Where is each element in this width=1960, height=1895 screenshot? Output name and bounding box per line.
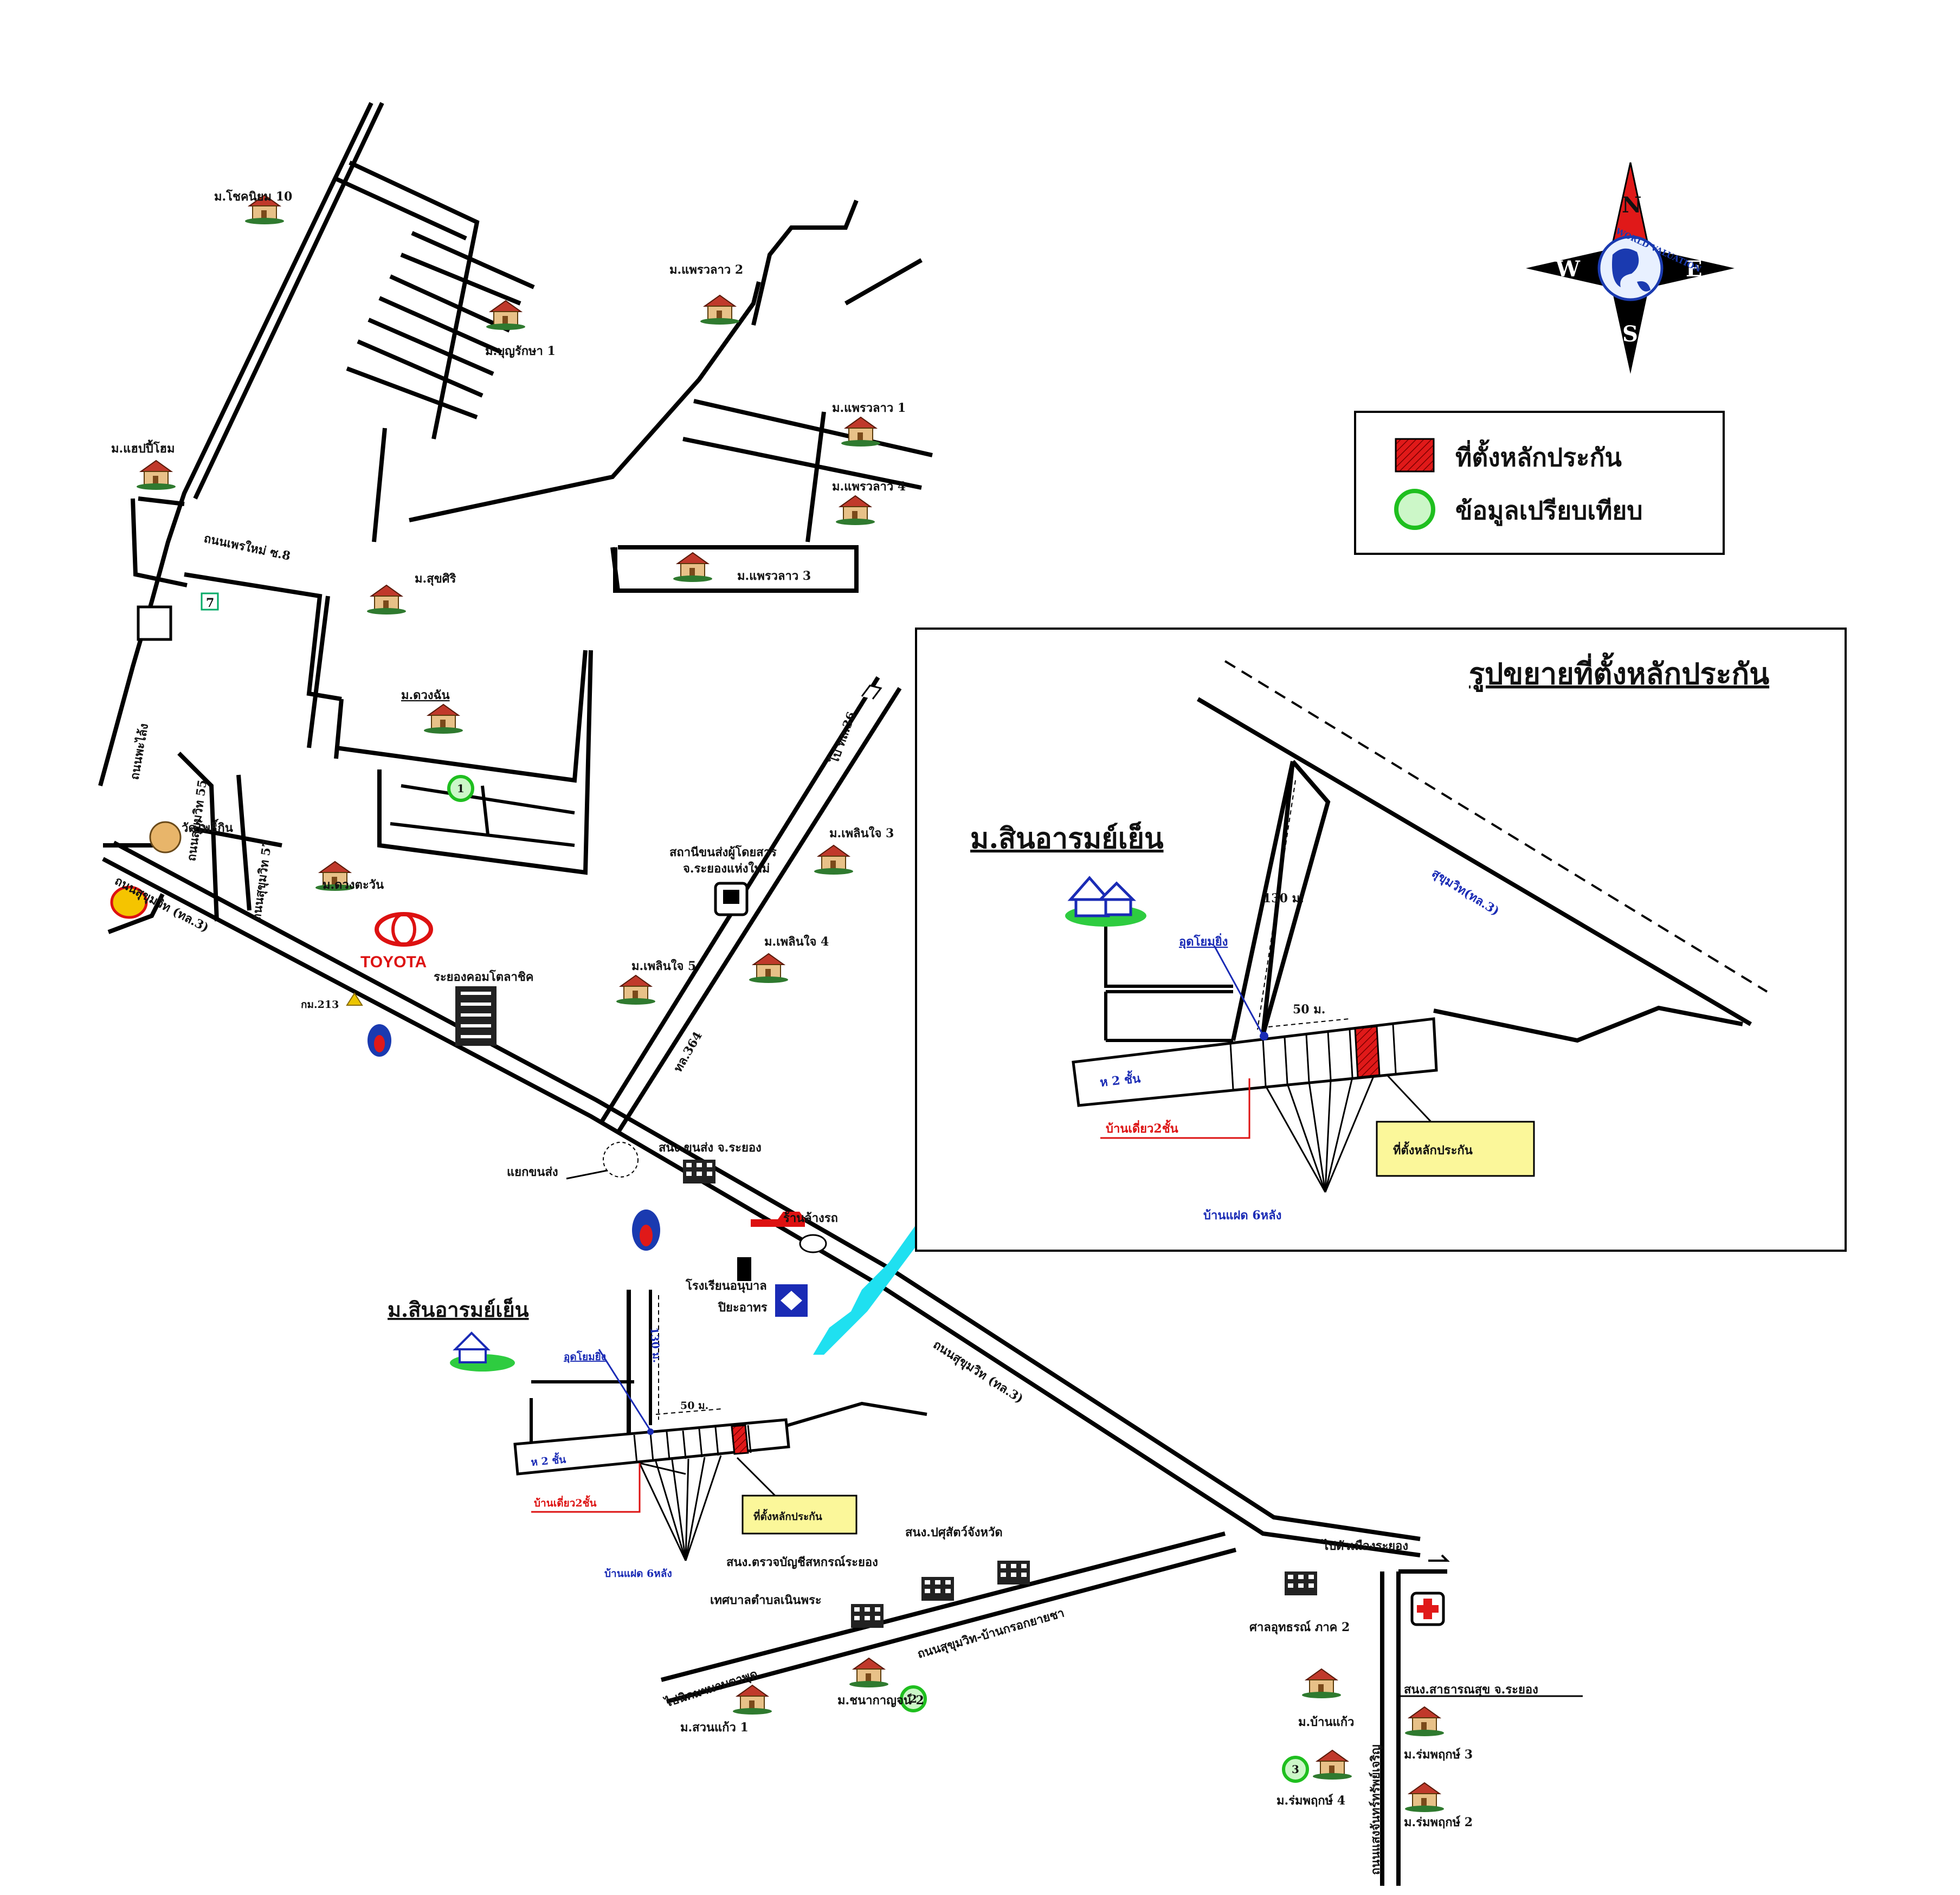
compass-w: W	[1555, 256, 1581, 282]
label-happy-home: ม.แฮปปี้โฮม	[111, 439, 175, 456]
bell-icon	[346, 992, 363, 1006]
compass-s: S	[1622, 321, 1638, 347]
label-townhouses-main: บ้านแฝด 6หลัง	[604, 1568, 672, 1580]
building-outline-icon	[137, 605, 172, 641]
esso-icon	[799, 1234, 827, 1253]
inset-road-ref: อุดโยมยิ่ง	[1179, 933, 1228, 949]
comparable-1	[447, 775, 474, 802]
label-police-station: สถานีขนส่งผู้โดยสาร	[669, 845, 777, 860]
svg-text:7: 7	[206, 596, 214, 610]
label-police-station-2: จ.ระยองแห่งใหม่	[683, 861, 770, 876]
label-boonyarak: ม.บุญรักษา 1	[485, 344, 556, 359]
shell-icon	[110, 885, 148, 919]
label-road-pakkhad: ถนนเพรใหม่ ซ.8	[203, 531, 292, 563]
intersection-circle	[603, 1142, 639, 1178]
label-car-wash: ร้านล้างรถ	[783, 1211, 838, 1225]
comparable-3	[1282, 1756, 1309, 1783]
label-village-main: ม.สินอารมย์เย็น	[388, 1297, 529, 1322]
label-provincial-office: สนง.ปศุสัตว์จังหวัด	[905, 1525, 1003, 1540]
inset-townhouses: บ้านแฝด 6หลัง	[1203, 1208, 1281, 1223]
blue-house-icon	[450, 1331, 515, 1372]
label-praew-1: ม.แพรวลาว 1	[832, 401, 906, 415]
river	[813, 1225, 916, 1355]
arrow-icon-city	[1428, 1554, 1450, 1562]
label-municipality: เทศบาลตำบลเนินพระ	[710, 1593, 822, 1607]
toyota-icon	[375, 912, 433, 947]
label-chok-niyom: ม.โชคนิยม 10	[214, 189, 292, 204]
label-rompruk-3: ม.ร่มพฤกษ์ 3	[1404, 1748, 1473, 1762]
legend-box: ที่ตั้งหลักประกัน ข้อมูลเปรียบเทียบ	[1354, 411, 1725, 555]
label-kindergarten-2: ปิยะอาทร	[718, 1301, 768, 1315]
label-praew-4: ม.แพรวลาว 4	[832, 480, 906, 494]
inset-blue-house-icon	[1065, 876, 1146, 927]
label-rompruk-2: ม.ร่มพฤกษ์ 2	[1404, 1815, 1473, 1829]
car-icon	[751, 1212, 805, 1227]
label-praew-2: ม.แพรวลาว 2	[669, 263, 743, 277]
label-intersection: แยกขนส่ง	[507, 1165, 558, 1179]
building-icons	[455, 986, 1317, 1628]
inset-dist-50: 50 ม.	[1293, 1003, 1325, 1017]
inset-collateral-marker	[1354, 1025, 1381, 1078]
label-suksiri: ม.สุขศิริ	[415, 572, 456, 586]
label-toyota: TOYOTA	[360, 953, 427, 971]
inset-panel: รูปขยายที่ตั้งหลักประกัน ม.สินอารมย์เย็น	[915, 628, 1847, 1252]
buddha-icon	[149, 821, 182, 853]
label-suankaew: ม.สวนแก้ว 1	[680, 1721, 749, 1735]
svg-text:3: 3	[1292, 1763, 1299, 1776]
label-phoenix-4: ม.เพลินใจ 4	[764, 934, 829, 949]
label-rompruk-4: ม.ร่มพฤกษ์ 4	[1276, 1794, 1345, 1808]
collateral-main-marker	[731, 1424, 749, 1455]
legend-comparable-label: ข้อมูลเปรียบเทียบ	[1455, 496, 1643, 526]
misc-icons: 7	[110, 592, 1450, 1626]
inset-dist-130: 130 ม.	[1263, 891, 1304, 906]
label-dist-50-main: 50 ม.	[680, 1400, 708, 1412]
label-phoenix-5: ม.เพลินใจ 5	[631, 959, 696, 973]
label-toyota-dealer: ระยองคอมโตลาชิค	[434, 969, 534, 984]
inset-title: รูปขยายที่ตั้งหลักประกัน	[1469, 652, 1769, 692]
label-to-city: ไปตัวเมืองระยอง	[1321, 1538, 1408, 1553]
legend-collateral-swatch	[1395, 438, 1435, 473]
label-detached-main: บ้านเดี่ยว2ชั้น	[534, 1495, 596, 1509]
label-road-saeng: ถนนแสงจันทร์ทรัพย์เจริญ	[1369, 1744, 1383, 1875]
label-soi-57: ถนนสุขุมวิท 57	[249, 838, 275, 922]
label-km-213: กม.213	[301, 999, 339, 1011]
inset-detached: บ้านเดี่ยว2ชั้น	[1106, 1120, 1178, 1136]
svg-text:2: 2	[910, 1692, 917, 1705]
label-bankaew: ม.บ้านแก้ว	[1298, 1715, 1354, 1729]
label-road-364: ทล.364	[671, 1029, 705, 1075]
legend-comparable-swatch	[1394, 489, 1435, 530]
label-road-side-w: ถนนพะไล้ง	[127, 722, 151, 781]
school-icon	[737, 1257, 751, 1281]
comparable-markers: 1 2 3	[447, 775, 1309, 1783]
inset-village: ม.สินอารมย์เย็น	[970, 822, 1164, 855]
compass-e: E	[1686, 256, 1703, 282]
label-revenue-office: สนง.ตรวจบัญชีสหกรณ์ระยอง	[726, 1555, 878, 1569]
label-health-office: สนง.สาธารณสุข จ.ระยอง	[1404, 1683, 1538, 1697]
label-kindergarten: โรงเรียนอนุบาล	[685, 1278, 767, 1293]
label-transport-office: สนง.ขนส่ง จ.ระยอง	[659, 1141, 762, 1155]
comparable-2	[900, 1685, 927, 1712]
svg-text:1: 1	[457, 782, 465, 795]
compass-n: N	[1622, 192, 1642, 218]
label-collateral-callout-main: ที่ตั้งหลักประกัน	[753, 1509, 822, 1523]
label-wat: วัดโพธิ์กิน	[182, 819, 233, 835]
seven-eleven-icon	[201, 592, 219, 611]
inset-collateral-callout: ที่ตั้งหลักประกัน	[1393, 1141, 1473, 1157]
legend-collateral-label: ที่ตั้งหลักประกัน	[1455, 439, 1622, 472]
label-road-ref-main: อุดโยมยิ่ง	[564, 1349, 606, 1363]
label-duangtawan: ม.ดวงตะวัน	[323, 878, 384, 892]
subject-site-main	[513, 1295, 858, 1561]
label-court: ศาลอุทธรณ์ ภาค 2	[1249, 1620, 1350, 1635]
compass-rose: N S W E WORLD VALUATION	[1526, 162, 1735, 374]
arrow-icon	[861, 684, 882, 700]
label-duangchan: ม.ดวงฉัน	[401, 688, 450, 702]
label-praew-3: ม.แพรวลาว 3	[737, 569, 811, 583]
label-phoenix-3: ม.เพลินใจ 3	[829, 826, 894, 840]
label-chanakan: ม.ชนากาญจน์ 2	[837, 1693, 924, 1708]
